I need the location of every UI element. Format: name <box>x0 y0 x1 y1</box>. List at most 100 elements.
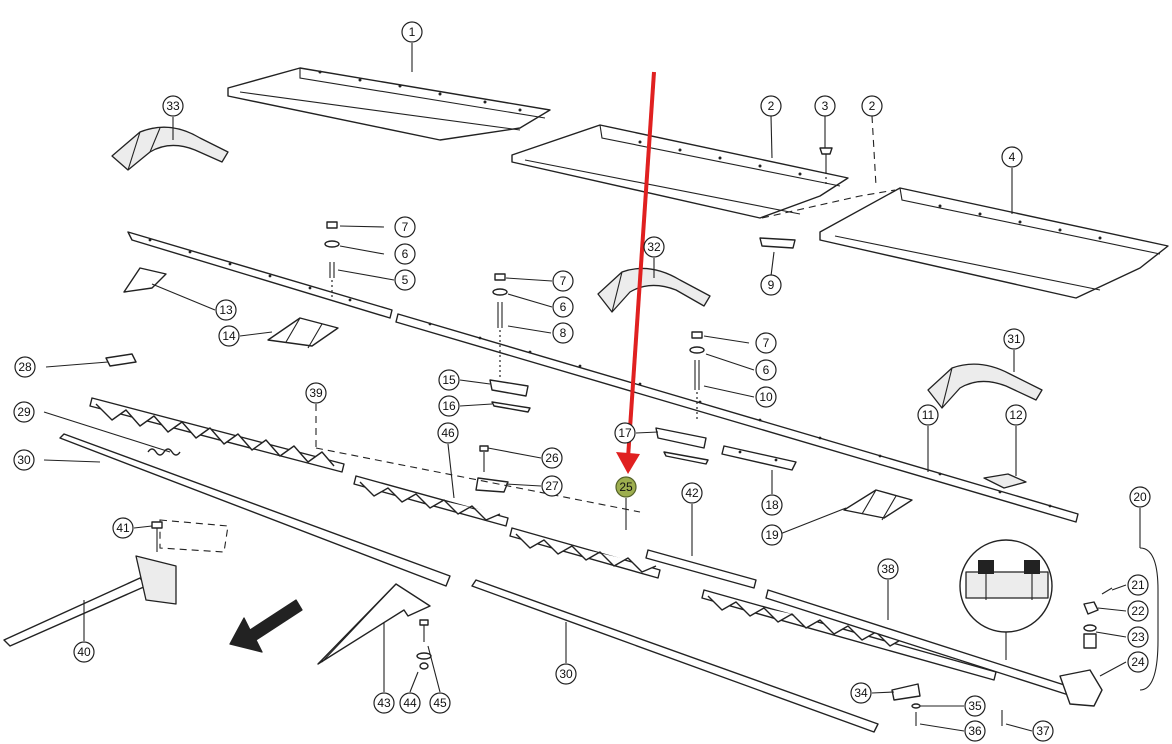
callout-42: 42 <box>681 482 703 504</box>
bolt-3 <box>819 147 833 186</box>
svg-text:40: 40 <box>77 645 91 659</box>
bolt-41 <box>151 521 163 552</box>
svg-text:44: 44 <box>403 696 417 710</box>
callout-26: 26 <box>541 447 563 469</box>
svg-text:13: 13 <box>219 303 233 317</box>
wear-strip-5 <box>127 231 393 319</box>
svg-text:5: 5 <box>402 273 409 287</box>
direction-arrow <box>229 599 303 653</box>
svg-text:28: 28 <box>18 360 32 374</box>
callout-2a: 2 <box>760 95 782 117</box>
svg-text:15: 15 <box>442 373 456 387</box>
callout-30a: 30 <box>13 449 35 471</box>
callout-28: 28 <box>14 356 36 378</box>
guard-43 <box>317 583 431 665</box>
knife-section-25 <box>509 527 661 579</box>
plate-27 <box>475 477 509 493</box>
group-bracket-20 <box>1139 547 1159 691</box>
bolt-26 <box>479 445 489 472</box>
plate-28 <box>105 353 137 367</box>
svg-text:9: 9 <box>768 278 775 292</box>
callout-1: 1 <box>401 21 423 43</box>
svg-text:7: 7 <box>763 336 770 350</box>
callout-38: 38 <box>877 558 899 580</box>
svg-text:8: 8 <box>560 326 567 340</box>
callout-19: 19 <box>761 524 783 546</box>
svg-text:2: 2 <box>768 99 775 113</box>
svg-text:6: 6 <box>560 300 567 314</box>
double-guard-14 <box>267 317 339 349</box>
callout-7a: 7 <box>394 216 416 238</box>
svg-text:23: 23 <box>1131 630 1145 644</box>
callout-40: 40 <box>73 641 95 663</box>
svg-text:41: 41 <box>116 521 130 535</box>
hood-guard-31 <box>927 363 1043 409</box>
svg-text:18: 18 <box>765 498 779 512</box>
svg-text:33: 33 <box>166 99 180 113</box>
svg-text:32: 32 <box>647 240 661 254</box>
leader-lines <box>43 43 1141 732</box>
drive-shaft-40 <box>3 519 229 647</box>
svg-text:11: 11 <box>922 408 935 422</box>
callout-24: 24 <box>1127 651 1149 673</box>
callout-32: 32 <box>643 236 665 258</box>
svg-text:7: 7 <box>402 220 409 234</box>
knife-section-39 <box>89 397 345 473</box>
knife-head-24 <box>1059 669 1103 707</box>
svg-text:7: 7 <box>560 274 567 288</box>
cover-plate-1 <box>227 67 551 141</box>
svg-text:2: 2 <box>869 99 876 113</box>
knife-section-46 <box>353 475 509 527</box>
cutter-bar-30-upper <box>59 433 451 587</box>
highlight-arrow <box>626 71 656 459</box>
callout-16: 16 <box>438 395 460 417</box>
svg-text:3: 3 <box>822 99 829 113</box>
svg-text:14: 14 <box>222 329 236 343</box>
callout-37: 37 <box>1032 720 1054 742</box>
bolt-set-a <box>324 221 340 300</box>
bracket-15 <box>489 379 529 397</box>
callout-14: 14 <box>218 325 240 347</box>
callout-44: 44 <box>399 692 421 714</box>
svg-text:6: 6 <box>763 363 770 377</box>
callout-23: 23 <box>1127 626 1149 648</box>
callout-36: 36 <box>964 720 986 742</box>
svg-text:39: 39 <box>309 386 323 400</box>
svg-text:29: 29 <box>17 405 31 419</box>
hood-guard-32 <box>597 267 711 313</box>
svg-text:46: 46 <box>441 426 455 440</box>
svg-text:26: 26 <box>545 451 559 465</box>
cover-plate-2-dashed-outline <box>761 189 896 219</box>
callout-35: 35 <box>964 695 986 717</box>
callout-6c: 6 <box>755 359 777 381</box>
plate-18 <box>721 445 797 471</box>
washer-35 <box>911 703 921 709</box>
svg-text:34: 34 <box>854 686 868 700</box>
callout-45: 45 <box>429 692 451 714</box>
washer-44 <box>416 652 432 670</box>
svg-text:30: 30 <box>559 667 573 681</box>
svg-text:27: 27 <box>545 479 559 493</box>
cover-plate-2 <box>511 124 849 219</box>
wear-strip-11 <box>395 313 1079 523</box>
callout-20: 20 <box>1129 486 1151 508</box>
callout-30b: 30 <box>555 663 577 685</box>
svg-text:45: 45 <box>433 696 447 710</box>
callout-7b: 7 <box>552 270 574 292</box>
callout-17: 17 <box>614 422 636 444</box>
callout-11: 11 <box>917 404 939 426</box>
cutter-bar-30-lower <box>471 579 879 733</box>
callout-18: 18 <box>761 494 783 516</box>
callout-46: 46 <box>437 422 459 444</box>
svg-text:12: 12 <box>1009 408 1023 422</box>
callout-43: 43 <box>373 692 395 714</box>
svg-text:1: 1 <box>409 25 416 39</box>
callout-41: 41 <box>112 517 134 539</box>
clip-12 <box>983 473 1027 489</box>
callout-13: 13 <box>215 299 237 321</box>
svg-text:38: 38 <box>881 562 895 576</box>
callout-3: 3 <box>814 95 836 117</box>
svg-text:17: 17 <box>618 426 632 440</box>
spring-29 <box>147 448 181 456</box>
